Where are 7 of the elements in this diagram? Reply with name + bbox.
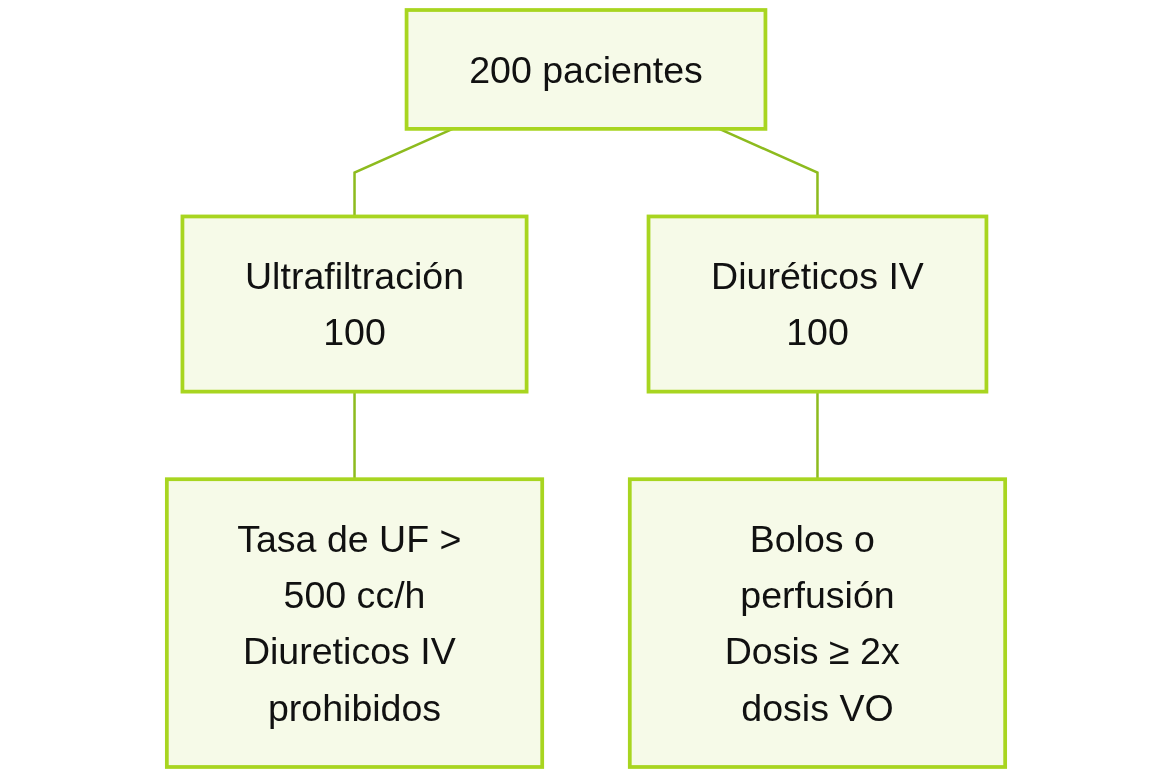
node-box: Diuréticos IV 100 [646, 214, 989, 394]
connector [353, 391, 356, 480]
connector [816, 391, 819, 480]
node-box: Ultrafiltración 100 [180, 214, 529, 394]
node-box: Tasa de UF > 500 cc/h Diureticos IV prohibidos [164, 477, 545, 769]
node-box: Bolos o perfusión Dosis ≥ 2x dosis VO [627, 477, 1008, 769]
node-box: 200 pacientes [404, 8, 768, 131]
